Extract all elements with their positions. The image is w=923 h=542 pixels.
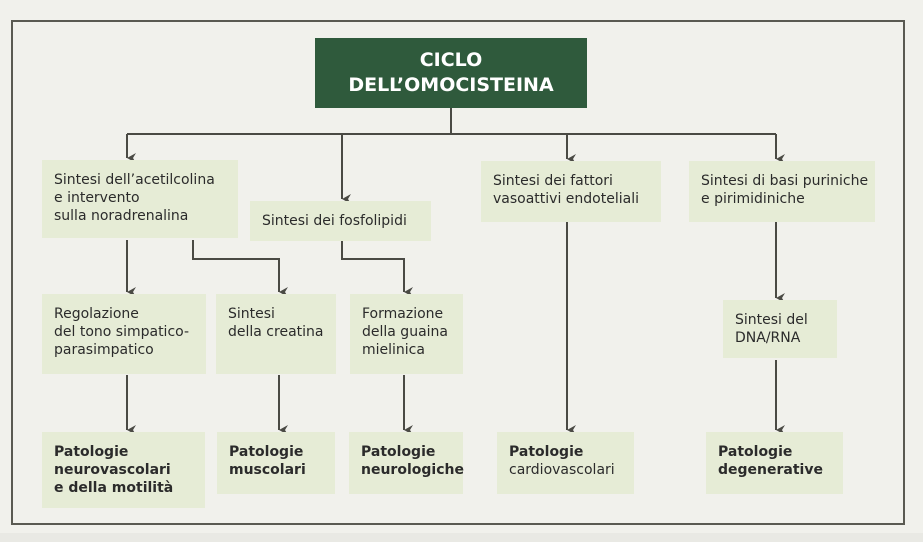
title-line-2: DELL’OMOCISTEINA	[348, 74, 554, 96]
arrow-to-guaina	[341, 241, 413, 297]
box-acetilcolina-line-3: sulla noradrenalina	[54, 208, 189, 224]
box-neurovascolari-line-2: neurovascolari	[54, 462, 171, 478]
box-fosfolipidi: Sintesi dei fosfolipidi	[250, 201, 431, 241]
page-bottom-strip	[0, 533, 923, 542]
box-acetilcolina-line-2: e intervento	[54, 190, 140, 206]
box-basi-line-1: Sintesi di basi puriniche	[701, 173, 869, 189]
box-regolazione: Regolazione del tono simpatico- parasimp…	[42, 294, 206, 374]
diagram-frame	[11, 20, 905, 525]
box-degenerative-line-1: Patologie	[718, 444, 793, 460]
box-regolazione-line-2: del tono simpatico-	[54, 324, 190, 340]
box-dna-rna: Sintesi del DNA/RNA	[723, 300, 837, 358]
box-cardiovascolari-line-2: cardiovascolari	[509, 462, 615, 478]
box-dna-line-1: Sintesi del	[735, 312, 808, 328]
title-line-1: CICLO	[419, 49, 483, 71]
box-regolazione-line-1: Regolazione	[54, 306, 139, 322]
box-guaina-line-3: mielinica	[362, 342, 425, 358]
box-guaina-line-1: Formazione	[362, 306, 444, 322]
box-patologie-neurologiche: Patologie neurologiche	[349, 432, 464, 494]
box-muscolari-line-1: Patologie	[229, 444, 304, 460]
cycle-title: CICLO DELL’OMOCISTEINA	[315, 38, 587, 108]
box-neurologiche-line-2: neurologiche	[361, 462, 464, 478]
box-fattori-line-2: vasoattivi endoteliali	[493, 191, 639, 207]
box-neurologiche-line-1: Patologie	[361, 444, 436, 460]
box-patologie-cardiovascolari: Patologie cardiovascolari	[497, 432, 634, 494]
box-creatina: Sintesi della creatina	[216, 294, 336, 374]
box-guaina-line-2: della guaina	[362, 324, 448, 340]
box-regolazione-line-3: parasimpatico	[54, 342, 154, 358]
box-acetilcolina: Sintesi dell’acetilcolina e intervento s…	[42, 160, 238, 238]
box-creatina-line-1: Sintesi	[228, 306, 275, 322]
box-fattori-vasoattivi: Sintesi dei fattori vasoattivi endotelia…	[481, 161, 661, 222]
box-neurovascolari-line-3: e della motilità	[54, 480, 174, 496]
box-cardiovascolari-line-1: Patologie	[509, 444, 584, 460]
box-basi-puriniche: Sintesi di basi puriniche e pirimidinich…	[689, 161, 875, 222]
box-degenerative-line-2: degenerative	[718, 462, 823, 478]
box-basi-line-2: e pirimidiniche	[701, 191, 805, 207]
box-fosfolipidi-line-1: Sintesi dei fosfolipidi	[262, 213, 407, 229]
box-acetilcolina-line-1: Sintesi dell’acetilcolina	[54, 172, 215, 188]
arrow-to-creatina	[192, 240, 288, 297]
box-muscolari-line-2: muscolari	[229, 462, 306, 478]
box-guaina-mielinica: Formazione della guaina mielinica	[350, 294, 463, 374]
box-dna-line-2: DNA/RNA	[735, 330, 801, 346]
box-creatina-line-2: della creatina	[228, 324, 324, 340]
box-fattori-line-1: Sintesi dei fattori	[493, 173, 613, 189]
box-patologie-muscolari: Patologie muscolari	[217, 432, 335, 494]
box-patologie-degenerative: Patologie degenerative	[706, 432, 843, 494]
box-patologie-neurovascolari: Patologie neurovascolari e della motilit…	[42, 432, 205, 508]
box-neurovascolari-line-1: Patologie	[54, 444, 129, 460]
